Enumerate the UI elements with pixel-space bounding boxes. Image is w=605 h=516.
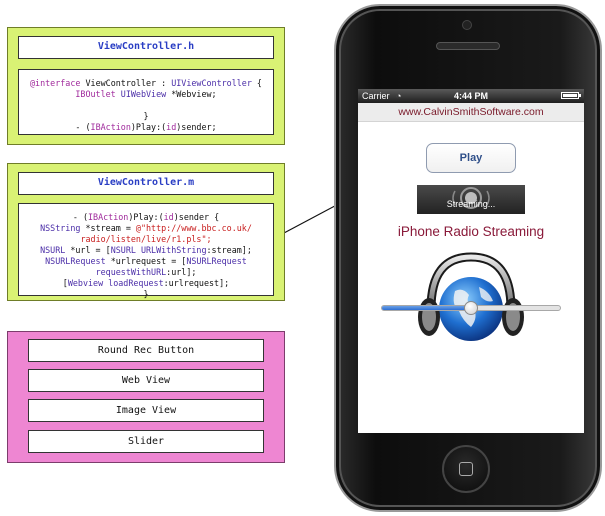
phone-screen: Carrier ◔ 4:44 PM www.CalvinSmithSoftwar… [358,89,584,433]
wifi-icon: ◔ [396,91,402,101]
header-code-line: } [143,111,149,121]
slider-item: Slider [28,430,264,453]
image-view-item: Image View [28,399,264,422]
header-code-block: @interface ViewController : UIViewContro… [18,69,274,135]
web-view-item: Web View [28,369,264,392]
streaming-image-view: Streaming... [417,185,525,214]
impl-code-block: - (IBAction)Play:(id)sender {NSString *s… [18,203,274,299]
impl-code-line: requestWithURL:url]; [95,267,197,277]
objects-panel: Round Rec Button Web View Image View Sli… [7,331,285,463]
header-code-line: IBOutlet UIWebView *Webview; [75,89,217,99]
impl-code-line: NSURLRequest *urlrequest = [NSURLRequest [45,256,247,266]
header-file-title: ViewController.h [18,36,274,59]
impl-code-line: [Webview loadRequest:urlrequest]; [62,278,230,288]
camera-icon [462,20,472,30]
volume-slider-fill [382,306,472,310]
impl-code-line: radio/listen/live/r1.pls"; [80,234,212,244]
streaming-logo-icon [452,187,490,209]
iphone-device: Carrier ◔ 4:44 PM www.CalvinSmithSoftwar… [334,4,602,512]
streaming-label: Streaming... [446,199,496,209]
impl-file-panel: ViewController.m - (IBAction)Play:(id)se… [7,163,285,301]
round-rec-button-item: Round Rec Button [28,339,264,362]
volume-slider-thumb[interactable] [464,301,478,315]
header-code-line: @interface ViewController : UIViewContro… [30,78,262,88]
header-file-panel: ViewController.h @interface ViewControll… [7,27,285,145]
impl-file-title: ViewController.m [18,172,274,195]
headphones-globe-icon [418,252,524,341]
status-time: 4:44 PM [453,91,488,101]
url-label: www.CalvinSmithSoftware.com [358,103,584,122]
header-code-line: - (IBAction)Play:(id)sender; [75,122,217,132]
home-button-icon[interactable] [442,445,490,493]
play-button[interactable]: Play [426,143,516,173]
header-code-line [19,100,273,111]
impl-code-line: } [143,289,149,299]
impl-code-line: - (IBAction)Play:(id)sender { [72,212,220,222]
app-title: iPhone Radio Streaming [397,224,545,239]
impl-code-line: NSURL *url = [NSURL URLWithString:stream… [40,245,252,255]
carrier-label: Carrier [362,91,390,101]
speaker-grille-icon [436,42,500,50]
status-bar: Carrier ◔ 4:44 PM [358,89,584,103]
impl-code-line: NSString *stream = @"http://www.bbc.co.u… [40,223,252,233]
battery-icon [561,92,581,99]
